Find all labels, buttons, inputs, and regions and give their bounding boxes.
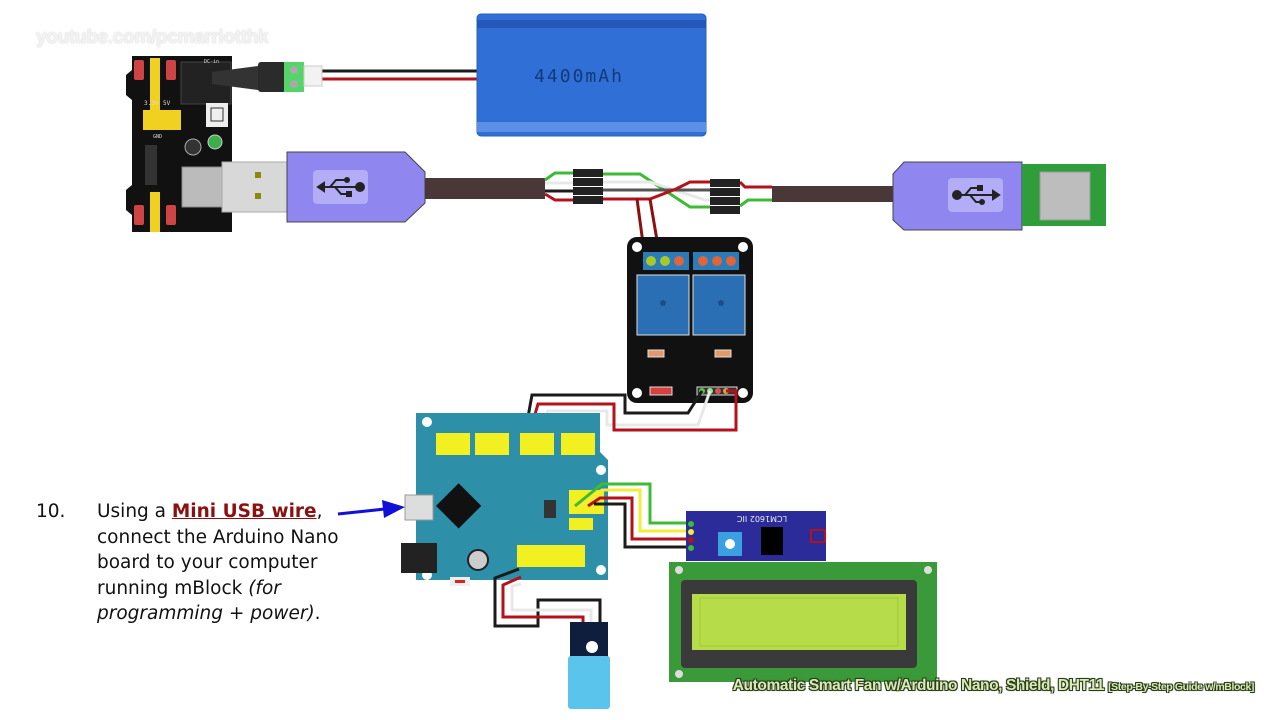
- dc-in-label: DC-in: [204, 59, 219, 65]
- battery-pack: 4400mAh: [476, 13, 707, 137]
- step-text: Using a Mini USB wire, connect the Ardui…: [97, 499, 377, 627]
- step-number: 10.: [36, 501, 66, 522]
- pointer-arrow: [337, 500, 405, 518]
- lcd-module-title: LCM1602 IIC: [737, 514, 788, 523]
- battery-capacity-label: 4400mAh: [534, 66, 624, 87]
- dc-jack-adapter: [212, 62, 323, 92]
- usb-cable-left: [181, 151, 545, 223]
- lcd-1602-display: [669, 562, 937, 682]
- svg-text:3.3V: 3.3V: [144, 100, 159, 107]
- step-text-end: .: [314, 603, 321, 624]
- step-text-main: , connect the Arduino Nano board to your…: [97, 501, 339, 599]
- usb-cable-right: [772, 161, 1106, 231]
- usb-icon: [952, 185, 1001, 205]
- lcd-i2c-backpack: LCM1602 IIC: [686, 511, 826, 561]
- dht11-sensor: [568, 622, 610, 709]
- mini-usb-wire-link[interactable]: Mini USB wire: [171, 501, 317, 522]
- video-title-subtitle: [Step-By-Step Guide w/mBlock]: [1108, 681, 1254, 693]
- svg-text:5V: 5V: [163, 100, 171, 107]
- relay-module: [627, 237, 753, 403]
- dht11-wires: [493, 567, 602, 628]
- arduino-nano-shield: [401, 413, 608, 586]
- digital-headers: [436, 433, 595, 455]
- video-title-main: Automatic Smart Fan w/Arduino Nano, Shie…: [732, 677, 1105, 694]
- battery-wires: [320, 69, 478, 81]
- svg-text:GND: GND: [153, 134, 162, 140]
- usb-icon: [316, 177, 365, 197]
- step-text-intro: Using a: [97, 501, 172, 522]
- video-title: Automatic Smart Fan w/Arduino Nano, Shie…: [732, 677, 1255, 695]
- i2c-wires: [574, 482, 690, 549]
- channel-watermark: youtube.com/pcmarriotthk: [36, 27, 269, 48]
- step-text-note: (for programming + power): [97, 577, 315, 625]
